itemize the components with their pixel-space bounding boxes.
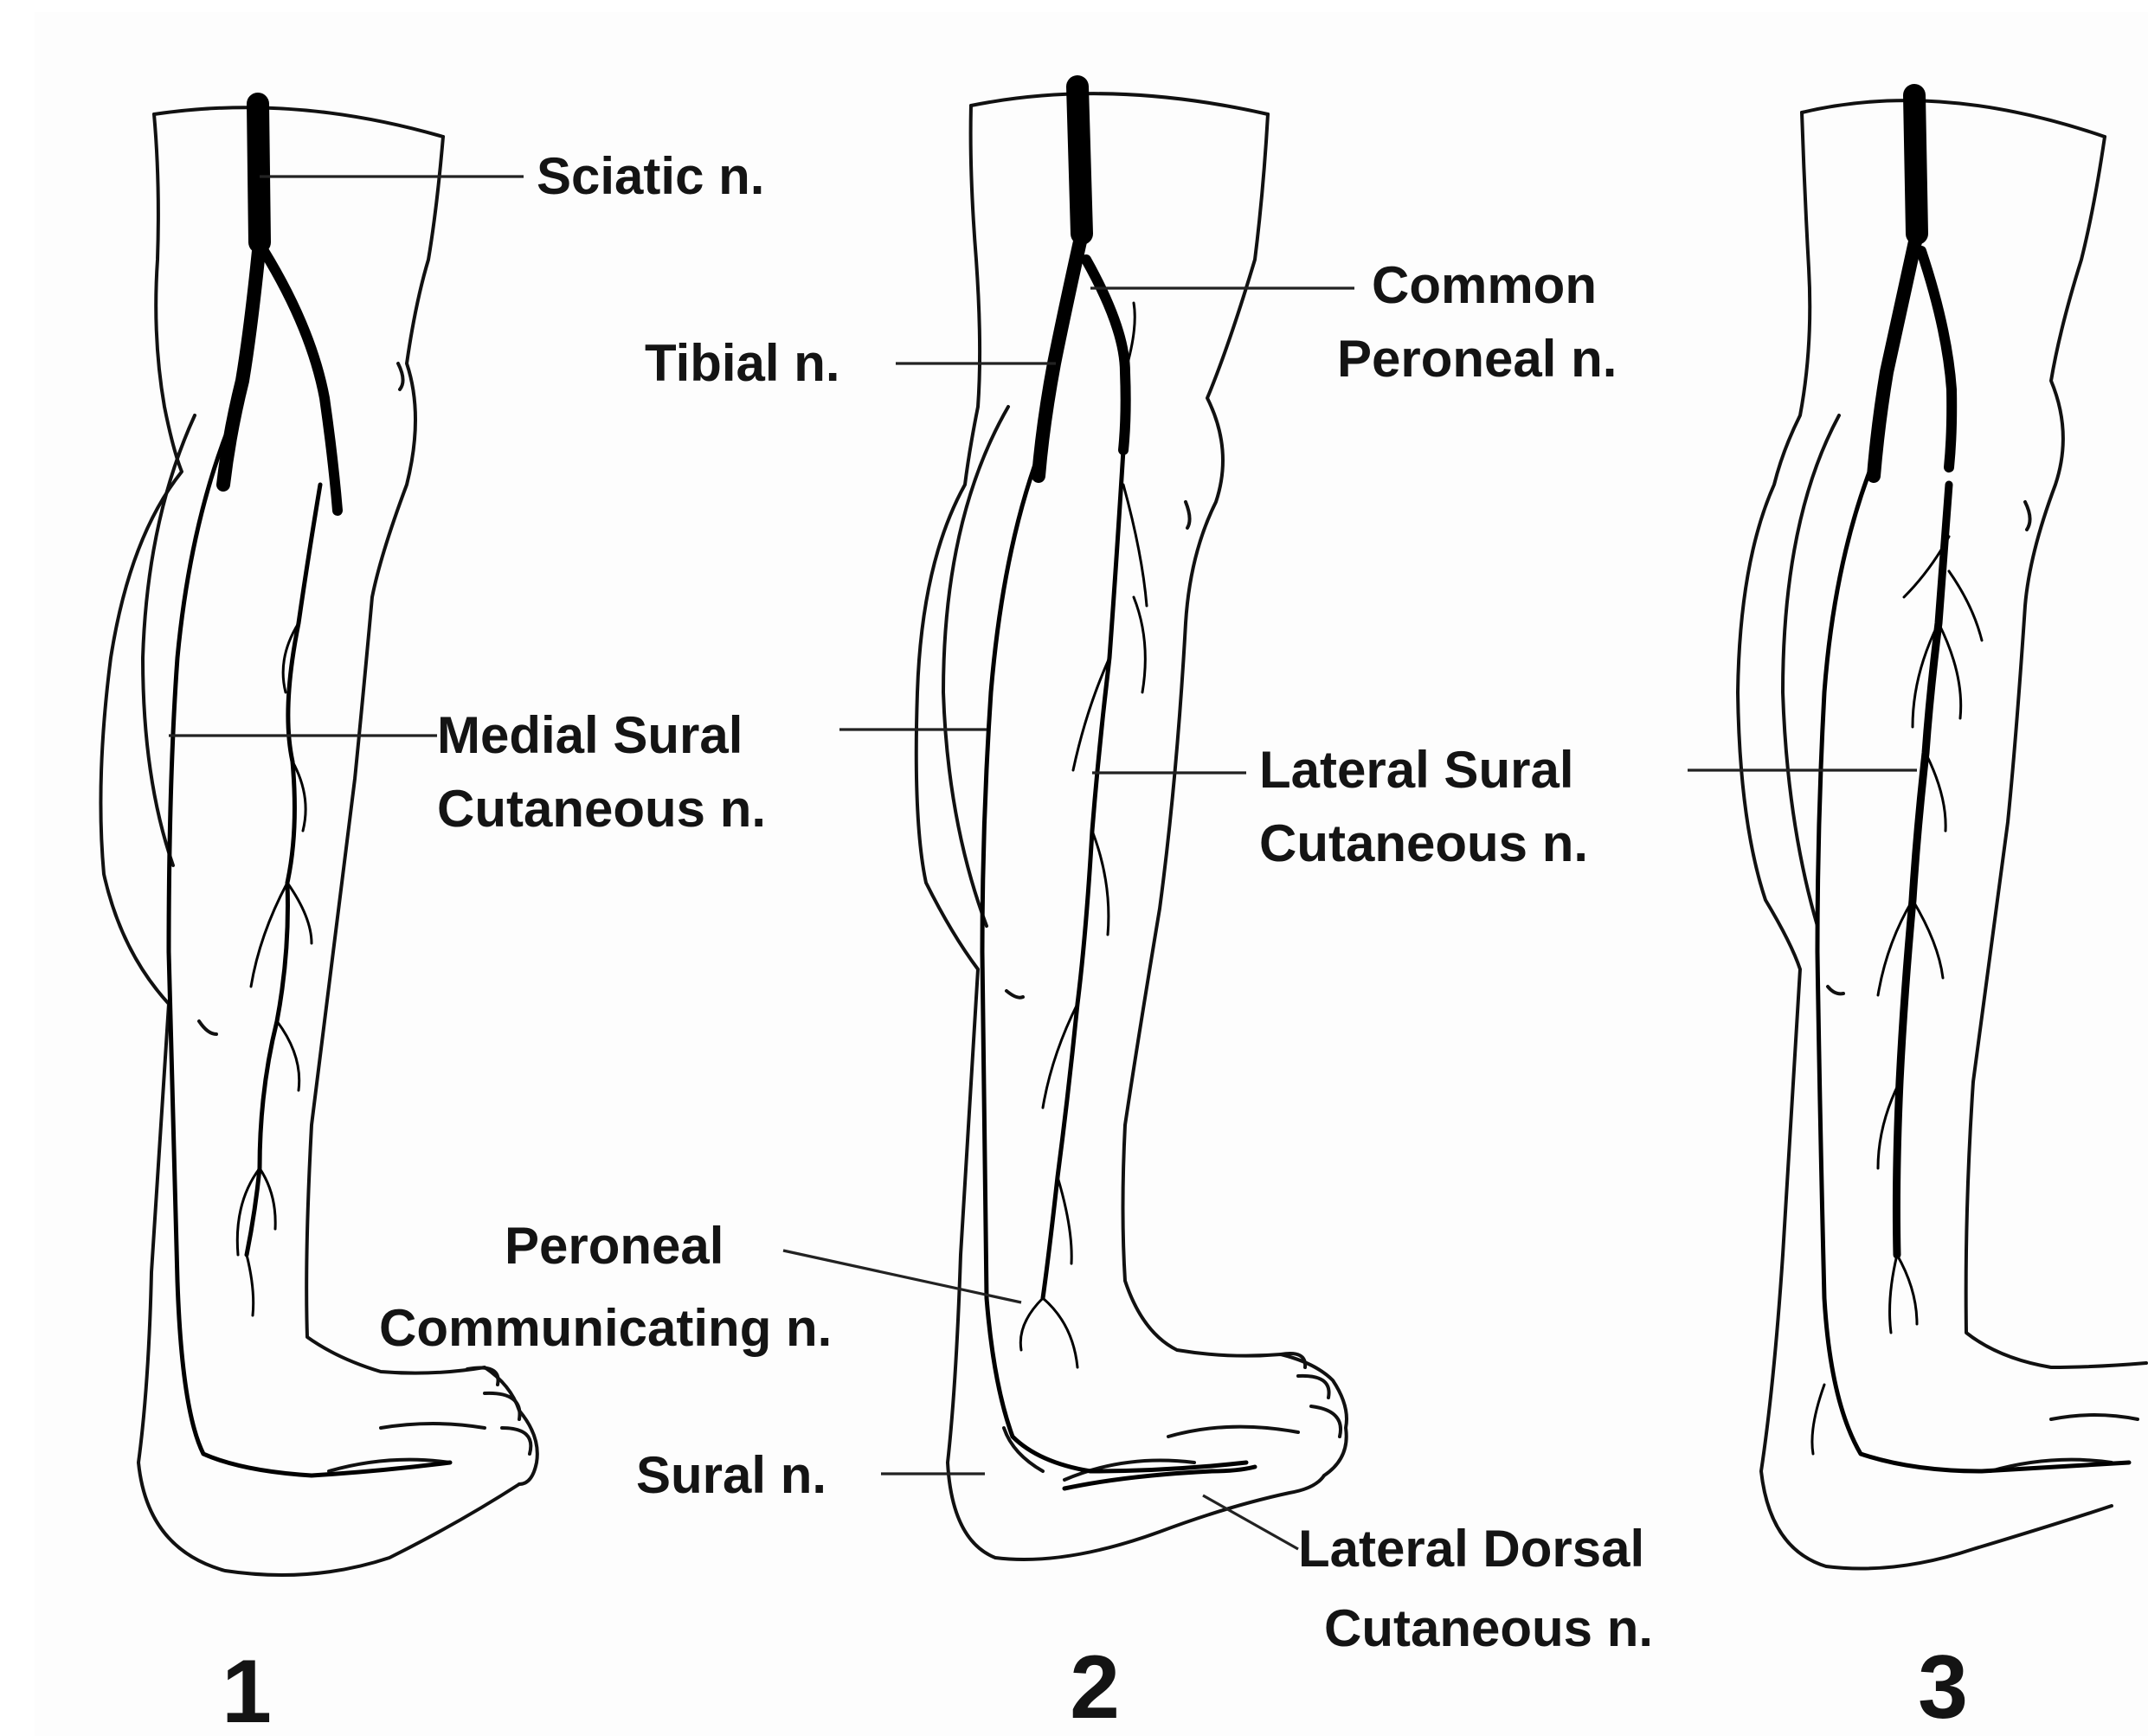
- panel-number-1: 1: [222, 1642, 272, 1736]
- label-sural: Sural n.: [636, 1446, 826, 1504]
- label-common-peroneal-line1: Common: [1372, 256, 1597, 314]
- label-common-peroneal-line2: Peroneal n.: [1337, 330, 1617, 388]
- label-lateral-sural-line1: Lateral Sural: [1259, 741, 1574, 799]
- label-medial-sural-line2: Cutaneous n.: [437, 780, 766, 838]
- leg-1-sciatic-trunk: [258, 104, 260, 242]
- label-tibial: Tibial n.: [645, 334, 840, 392]
- label-peroneal-communicating-line1: Peroneal: [505, 1217, 724, 1275]
- label-lateral-sural-line2: Cutaneous n.: [1259, 814, 1588, 872]
- label-medial-sural-line1: Medial Sural: [437, 706, 743, 764]
- panel-number-3: 3: [1918, 1637, 1968, 1736]
- panel-number-2: 2: [1070, 1637, 1120, 1736]
- label-lateral-dorsal-line1: Lateral Dorsal: [1298, 1520, 1644, 1578]
- leg-3-sciatic-trunk: [1914, 95, 1917, 234]
- label-peroneal-communicating-line2: Communicating n.: [379, 1299, 832, 1357]
- label-lateral-dorsal-line2: Cutaneous n.: [1324, 1599, 1653, 1657]
- label-sciatic: Sciatic n.: [537, 147, 764, 205]
- leg-2-sciatic-trunk: [1077, 87, 1082, 234]
